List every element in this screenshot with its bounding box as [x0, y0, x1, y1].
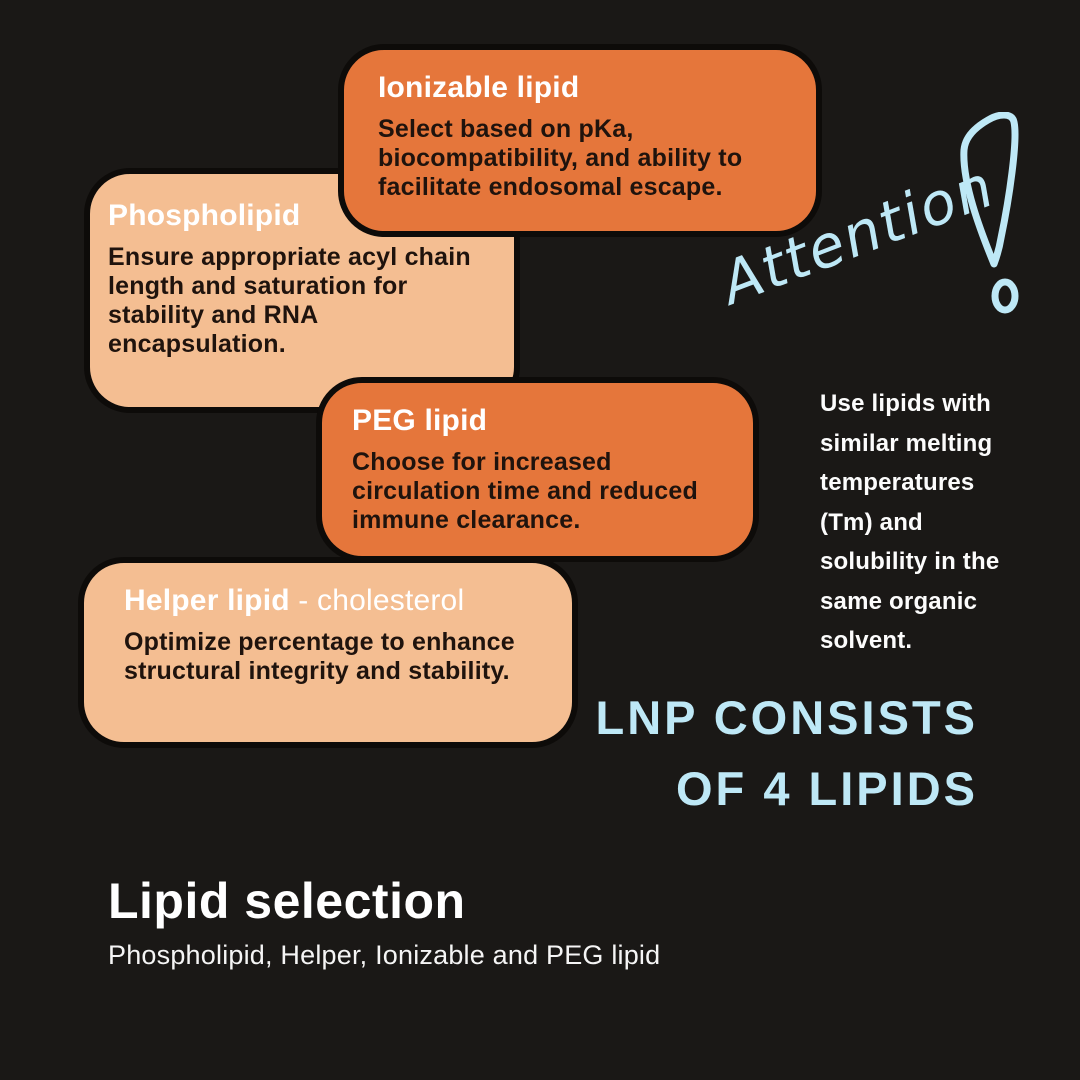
exclamation-mark-icon — [960, 112, 1019, 314]
card-helper-lipid-title-suffix: - cholesterol — [289, 584, 465, 617]
headline-lnp-consists: LNP CONSISTS OF 4 LIPIDS — [596, 682, 978, 824]
page-subtitle: Phospholipid, Helper, Ionizable and PEG … — [108, 940, 661, 970]
melting-temperature-note: Use lipids with similar melting temperat… — [820, 390, 1000, 654]
headline-line-1: LNP CONSISTS — [595, 691, 978, 744]
card-ionizable-lipid: Ionizable lipid Select based on pKa, bio… — [338, 44, 822, 237]
card-peg-lipid: PEG lipid Choose for increased circulati… — [316, 377, 759, 562]
card-phospholipid-body: Ensure appropriate acyl chain length and… — [108, 243, 471, 358]
card-phospholipid-title: Phospholipid — [108, 199, 301, 232]
card-peg-lipid-body: Choose for increased circulation time an… — [352, 448, 698, 534]
card-ionizable-lipid-body: Select based on pKa, biocompatibility, a… — [378, 115, 743, 201]
headline-line-2: OF 4 LIPIDS — [676, 762, 978, 815]
page-title: Lipid selection — [108, 873, 466, 929]
card-helper-lipid: Helper lipid - cholesterol Optimize perc… — [78, 557, 578, 748]
card-helper-lipid-body: Optimize percentage to enhance structura… — [124, 628, 515, 685]
card-peg-lipid-title: PEG lipid — [352, 404, 488, 437]
card-ionizable-lipid-title: Ionizable lipid — [378, 71, 580, 104]
card-helper-lipid-title-main: Helper lipid — [124, 584, 290, 617]
card-helper-lipid-title: Helper lipid - cholesterol — [124, 583, 517, 618]
